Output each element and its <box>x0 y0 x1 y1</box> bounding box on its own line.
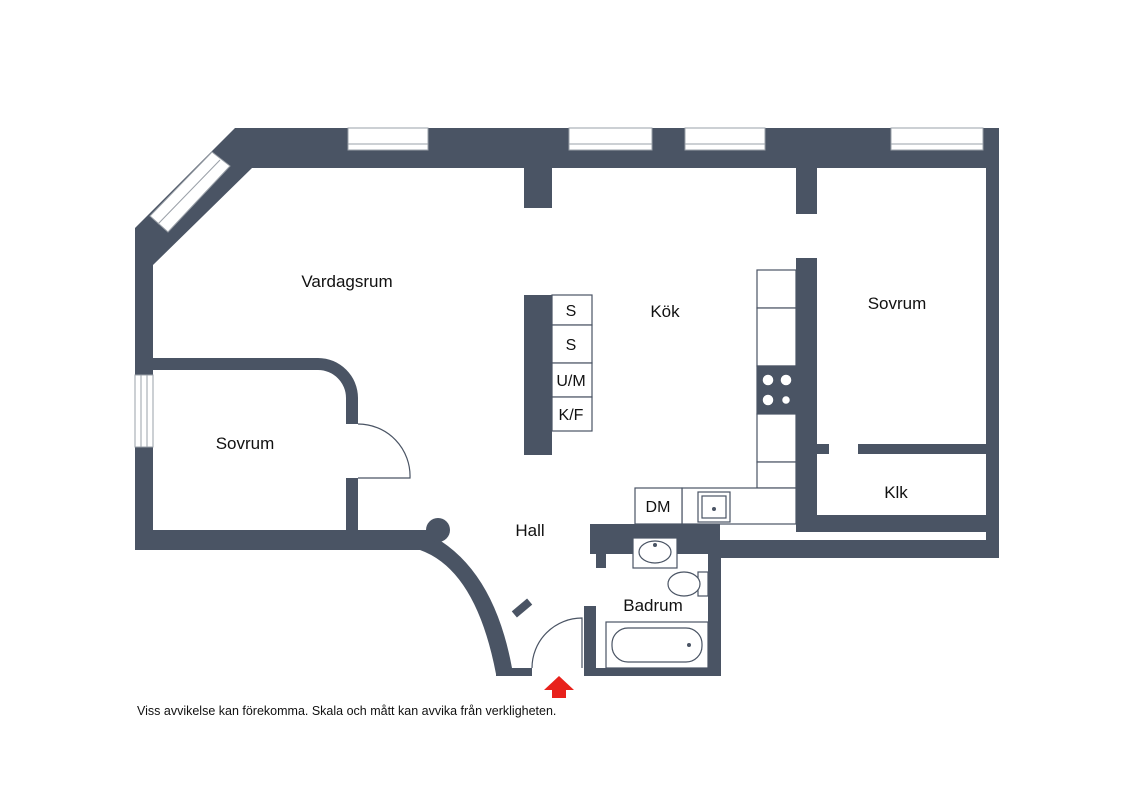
label-vardagsrum: Vardagsrum <box>301 272 392 291</box>
wall-column <box>426 518 450 542</box>
wall-stub <box>817 444 829 454</box>
window-top-3 <box>684 127 766 151</box>
bedroom-left-top-wall <box>153 358 358 424</box>
kitchen-right-wall <box>796 258 817 532</box>
bath-top-stub <box>596 550 606 568</box>
window-diagonal <box>149 151 231 233</box>
klk-top-wall <box>858 444 986 454</box>
entrance-wall-right <box>584 668 721 676</box>
label-sovrum-right: Sovrum <box>868 294 927 313</box>
label-cabinet-s2: S <box>566 337 577 354</box>
door-entrance[interactable] <box>531 617 583 669</box>
stove-top <box>757 366 796 414</box>
label-dishwasher: DM <box>646 499 671 516</box>
cabinet-um <box>551 362 593 398</box>
entrance-wall-left <box>496 668 532 676</box>
disclaimer-text: Viss avvikelse kan förekomma. Skala och … <box>137 704 557 718</box>
cabinet-s2 <box>551 324 593 364</box>
label-hall: Hall <box>515 521 544 540</box>
label-cabinet-um: U/M <box>556 373 585 390</box>
window-top-1 <box>347 127 429 151</box>
window-top-4 <box>890 127 984 151</box>
bath-wall-left <box>584 606 596 674</box>
windows <box>134 127 984 448</box>
right-wall <box>986 128 999 558</box>
bedroom-left-right-wall <box>346 478 358 540</box>
label-sovrum-left: Sovrum <box>216 434 275 453</box>
partition-wall <box>524 295 552 455</box>
toilet <box>667 571 701 597</box>
interior-walls <box>153 168 986 540</box>
pillar-right <box>796 168 817 214</box>
doors <box>357 423 583 669</box>
door-jamb-left <box>511 598 533 618</box>
bottom-left-wall <box>135 530 437 550</box>
curved-wall <box>420 530 512 674</box>
door-bedroom-left[interactable] <box>357 423 411 479</box>
window-top-2 <box>568 127 653 151</box>
label-badrum: Badrum <box>623 596 683 615</box>
kitchen-counter <box>551 269 797 525</box>
entrance-arrow-icon <box>544 676 574 698</box>
label-kok: Kök <box>650 302 680 321</box>
cabinet-kf <box>551 396 593 432</box>
window-left <box>134 374 154 448</box>
klk-bottom-wall <box>796 515 999 532</box>
dishwasher <box>634 487 683 525</box>
pillar-left <box>524 168 552 208</box>
bathroom-fixtures <box>605 537 709 669</box>
label-cabinet-s1: S <box>566 303 577 320</box>
bottom-right-wall <box>708 540 999 558</box>
label-klk: Klk <box>884 483 908 502</box>
label-cabinet-kf: K/F <box>559 407 584 424</box>
bath-wall-right <box>708 540 721 676</box>
